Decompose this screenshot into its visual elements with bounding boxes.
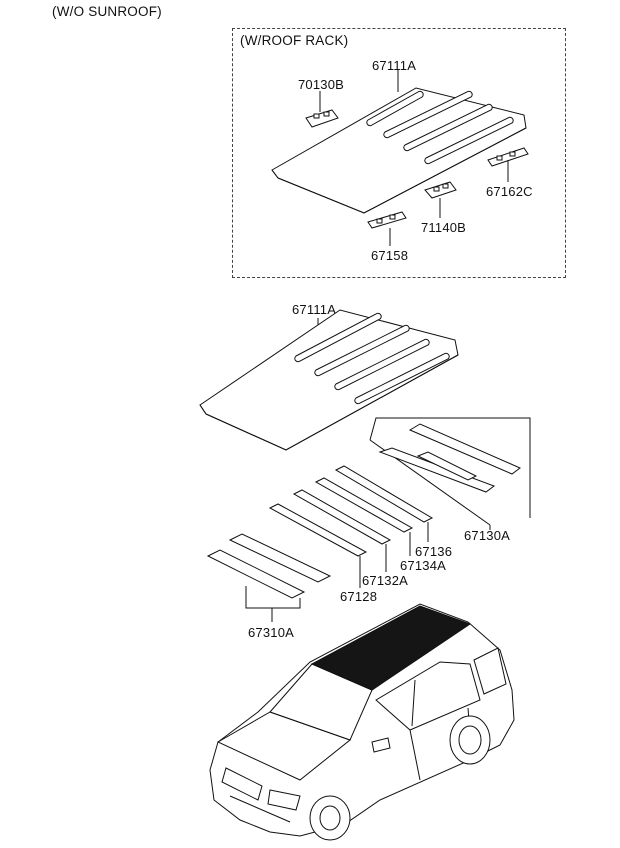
label-67132A[interactable]: 67132A	[362, 573, 409, 588]
rail-67134A	[314, 477, 414, 556]
label-71140B[interactable]: 71140B	[421, 220, 467, 235]
label-67130A[interactable]: 67130A	[464, 528, 511, 543]
label-67134A[interactable]: 67134A	[400, 558, 447, 573]
bracket-71140B	[424, 181, 457, 218]
bracket-70130B	[305, 91, 339, 128]
rail-67128	[268, 503, 368, 588]
bracket-67162C	[487, 147, 529, 182]
clip-strip-67158	[367, 211, 407, 246]
label-67310A[interactable]: 67310A	[248, 625, 295, 640]
label-67111A-rack[interactable]: 67111A	[372, 58, 417, 73]
label-67158[interactable]: 67158	[371, 248, 409, 263]
label-67162C[interactable]: 67162C	[486, 184, 533, 199]
suv-illustration	[209, 603, 515, 841]
main-roof-slots	[294, 312, 450, 405]
rail-67136	[334, 465, 434, 542]
label-70130B[interactable]: 70130B	[298, 77, 345, 92]
label-67128[interactable]: 67128	[340, 589, 378, 604]
label-67136[interactable]: 67136	[415, 544, 453, 559]
roof-panel-main	[199, 309, 459, 451]
rail-set-67310A	[206, 533, 332, 622]
roof-rack-slots	[366, 90, 514, 165]
rail-set-67130A	[369, 417, 531, 530]
label-67111A[interactable]: 67111A	[292, 302, 337, 317]
roof-rack-group-box	[232, 28, 566, 278]
rail-67132A	[292, 489, 392, 572]
roof-panel-rack	[271, 70, 527, 214]
page-title: (W/O SUNROOF)	[52, 4, 162, 19]
roof-rack-caption: (W/ROOF RACK)	[240, 33, 349, 48]
